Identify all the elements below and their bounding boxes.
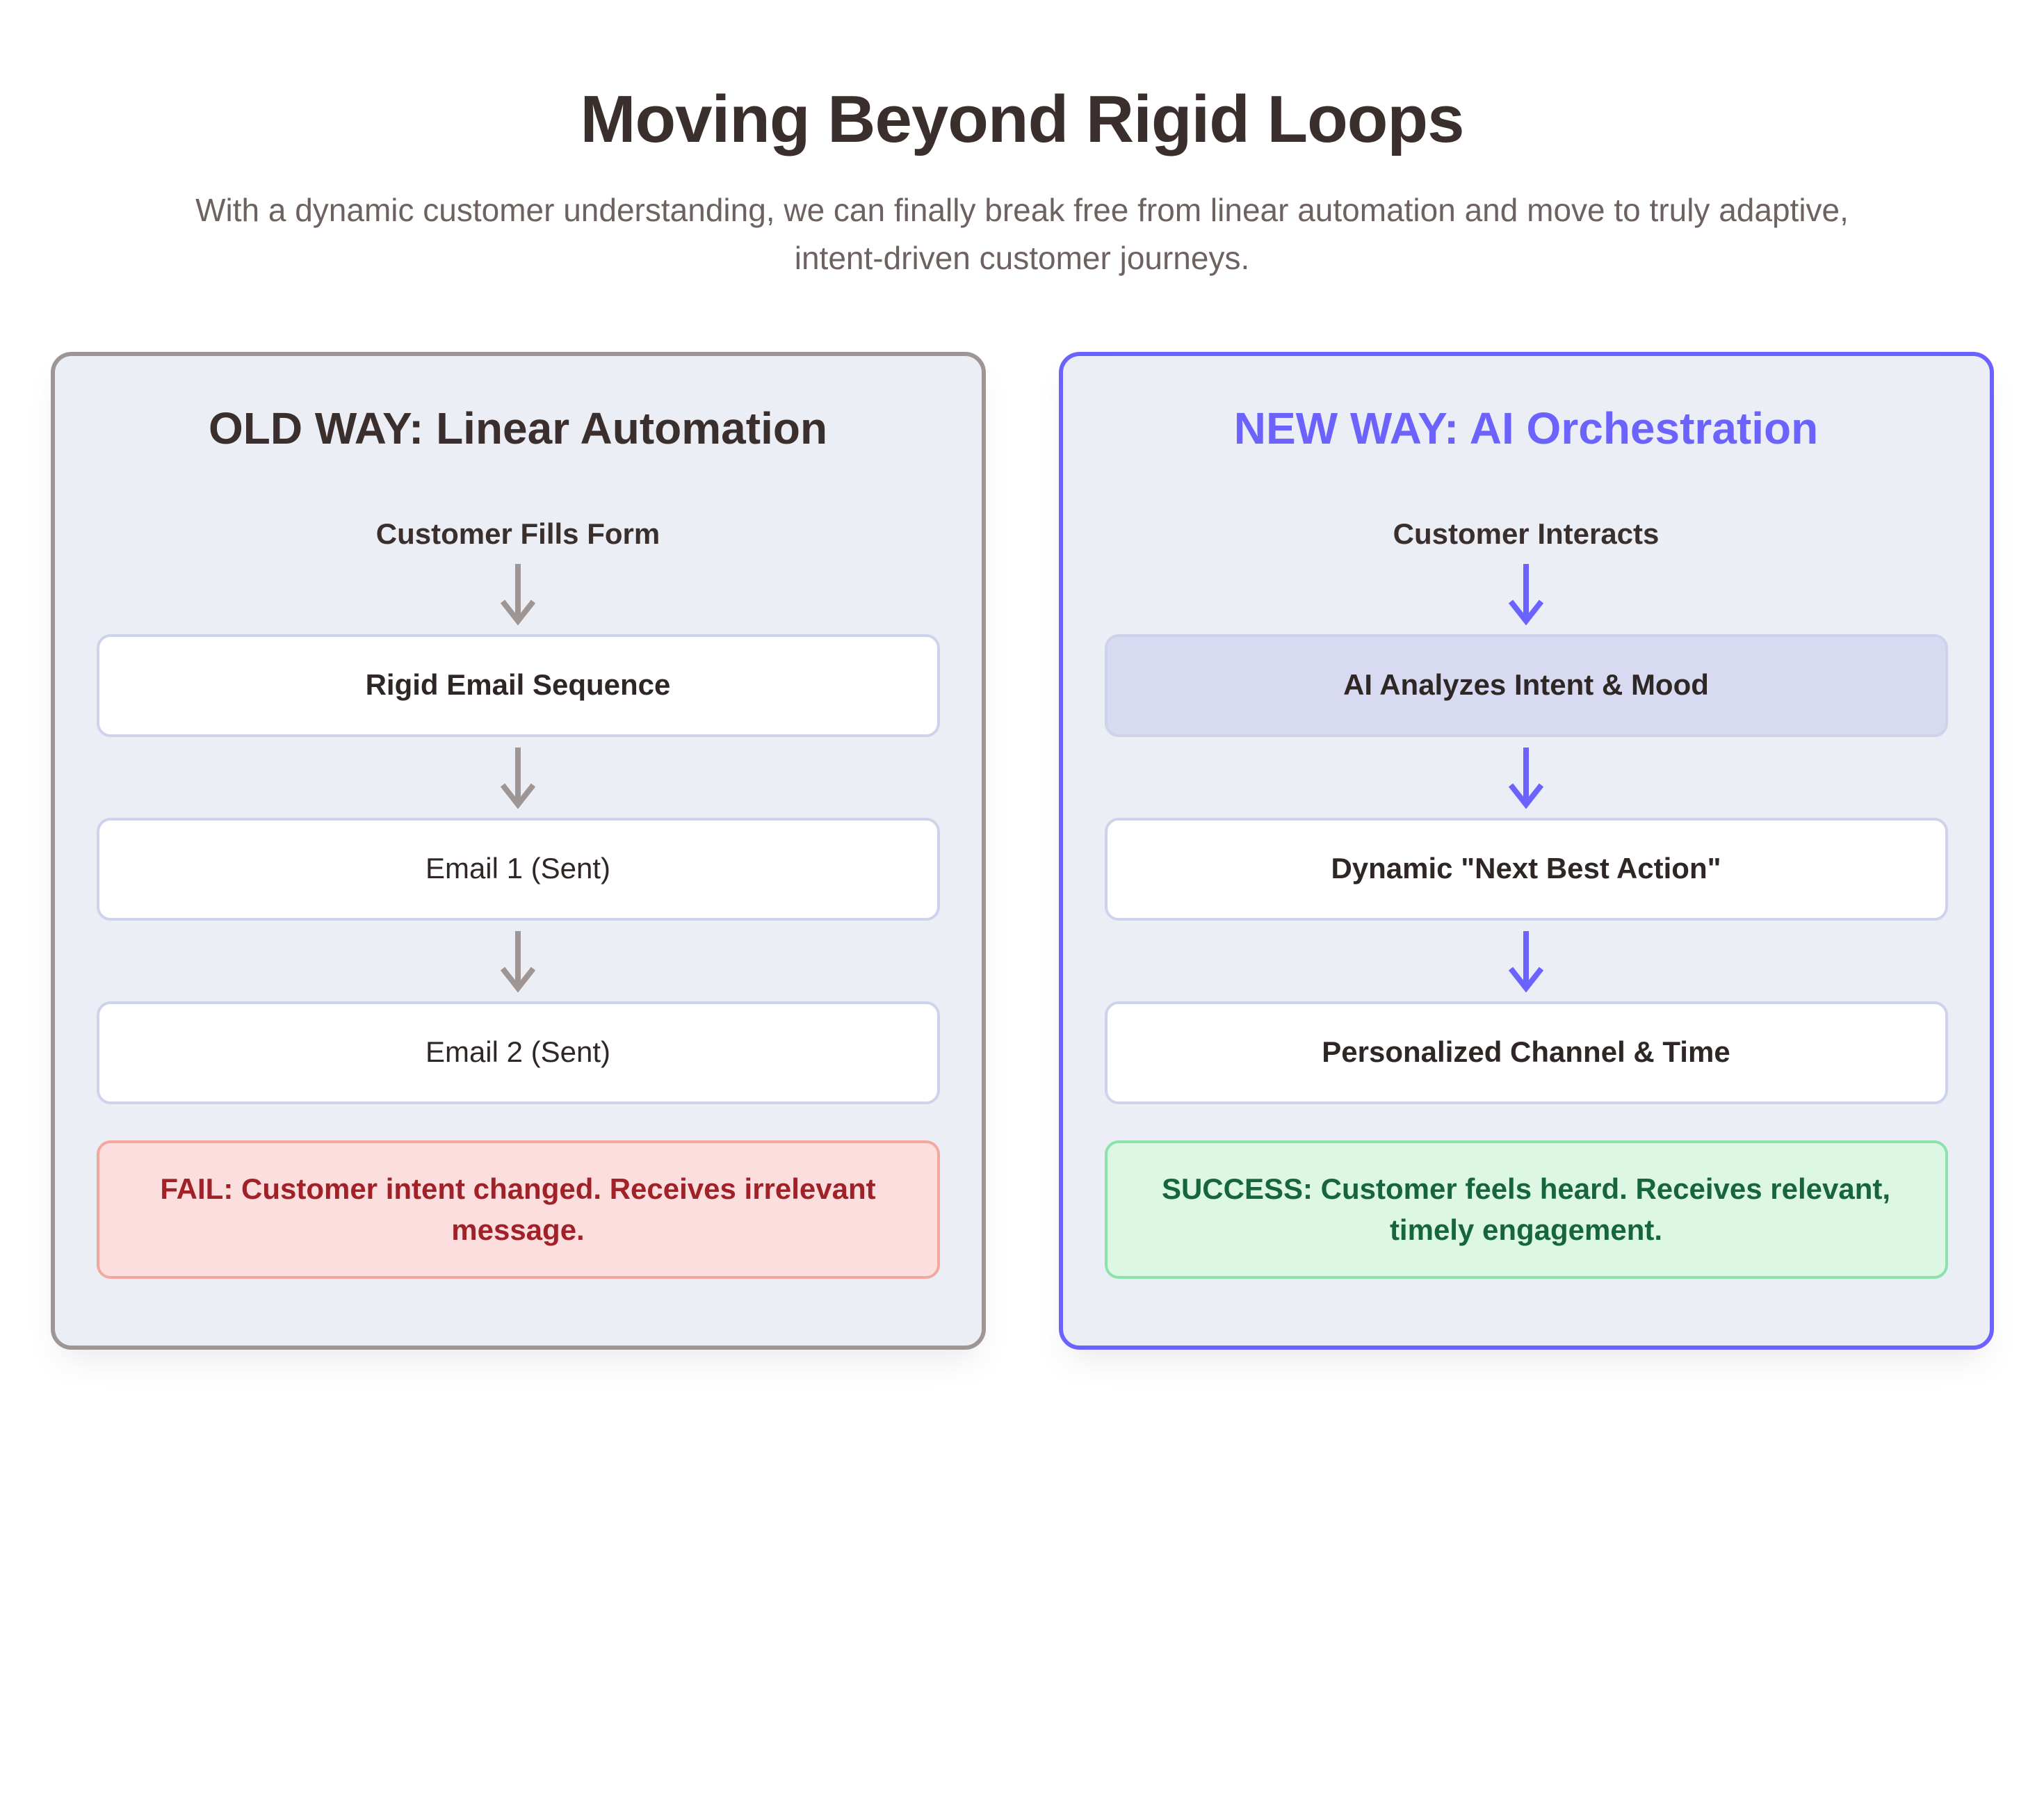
arrow-down-icon <box>1105 554 1948 634</box>
outcome-success-tag: SUCCESS: <box>1161 1172 1313 1205</box>
panel-new-way-title: NEW WAY: AI Orchestration <box>1233 403 1819 454</box>
page-subtitle: With a dynamic customer understanding, w… <box>195 191 1849 277</box>
flow-box-new-3[interactable]: Personalized Channel & Time <box>1104 1001 1948 1104</box>
page-title: Moving Beyond Rigid Loops <box>580 82 1465 156</box>
flow-box-new-2[interactable]: Dynamic "Next Best Action" <box>1104 817 1948 921</box>
flow-old-way: Customer Fills Form Rigid Email Sequence… <box>96 515 940 1279</box>
panel-old-way-title: OLD WAY: Linear Automation <box>208 403 828 454</box>
outcome-success: SUCCESS: Customer feels heard. Receives … <box>1104 1140 1948 1279</box>
arrow-down-icon <box>97 737 940 818</box>
flow-new-way: Customer Interacts AI Analyzes Intent & … <box>1104 515 1948 1279</box>
outcome-fail-tag: FAIL: <box>160 1172 234 1205</box>
arrow-down-icon <box>97 921 940 1001</box>
page-header: Moving Beyond Rigid Loops With a dynamic… <box>0 0 2044 283</box>
flow-box-old-1[interactable]: Rigid Email Sequence <box>96 633 940 737</box>
flow-box-old-2[interactable]: Email 1 (Sent) <box>96 817 940 921</box>
flow-box-new-1[interactable]: AI Analyzes Intent & Mood <box>1104 633 1948 737</box>
panel-new-way: NEW WAY: AI Orchestration Customer Inter… <box>1058 352 1994 1350</box>
panel-old-way: OLD WAY: Linear Automation Customer Fill… <box>50 352 986 1350</box>
flow-start-label-old: Customer Fills Form <box>375 517 660 551</box>
arrow-down-icon <box>1105 921 1948 1001</box>
flow-start-label-new: Customer Interacts <box>1393 517 1660 551</box>
panels-row: OLD WAY: Linear Automation Customer Fill… <box>0 352 2044 1350</box>
outcome-fail: FAIL: Customer intent changed. Receives … <box>96 1140 940 1279</box>
arrow-down-icon <box>1105 737 1948 818</box>
outcome-success-text: Customer feels heard. Receives relevant,… <box>1312 1172 1891 1247</box>
outcome-fail-text: Customer intent changed. Receives irrele… <box>233 1172 876 1247</box>
flow-box-old-3[interactable]: Email 2 (Sent) <box>96 1001 940 1104</box>
arrow-down-icon <box>97 554 940 634</box>
